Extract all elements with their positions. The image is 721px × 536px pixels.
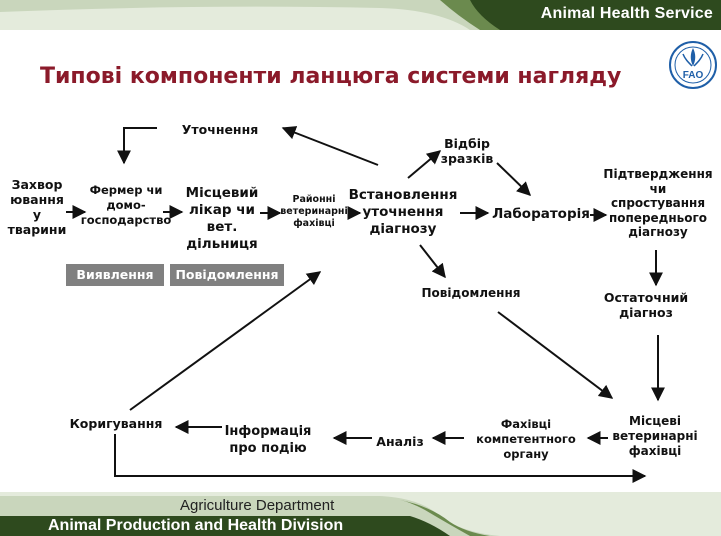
node-sampling: Відбір зразків: [440, 136, 494, 166]
node-correction: Коригування: [69, 416, 163, 431]
arrow-diagnosis-to-notification: [419, 244, 446, 279]
node-analysis: Аналіз: [376, 434, 424, 449]
arrow-correction-loop: [114, 434, 647, 483]
node-clarification: Уточнення: [181, 122, 259, 137]
node-competent-authority: Фахівці компетентного органу: [476, 417, 576, 461]
footer-band: [0, 492, 721, 536]
header-title: Animal Health Service: [540, 5, 713, 22]
tag-detection: Виявлення: [66, 264, 164, 286]
arrow-sampling-to-lab: [496, 162, 532, 196]
arrow-notification-to-localvets: [497, 311, 614, 399]
node-laboratory: Лабораторія: [492, 206, 590, 222]
arrow-correction-to-diagnosis: [129, 271, 322, 411]
node-animal-disease: Захвор ювання у тварини: [7, 177, 67, 237]
arrow-diagnosis-to-sampling: [407, 150, 442, 179]
tag-reporting: Повідомлення: [170, 264, 284, 286]
arrow-clarification-to-farmer: [117, 127, 157, 165]
node-notification: Повідомлення: [421, 286, 521, 300]
fao-logo-icon: FAO: [669, 41, 717, 89]
node-event-info: Інформація про подію: [224, 424, 312, 456]
footer-department: Agriculture Department: [180, 497, 335, 514]
node-local-vet: Місцевий лікар чи вет. дільниця: [185, 185, 259, 252]
node-diagnosis: Встановлення уточнення діагнозу: [348, 187, 458, 237]
node-local-vets: Місцеві ветеринарні фахівці: [612, 414, 698, 458]
node-farmer: Фермер чи домо- господарство: [80, 183, 172, 227]
footer-division: Animal Production and Health Division: [48, 517, 344, 534]
page-title: Типові компоненти ланцюга системи нагляд…: [40, 64, 622, 89]
fao-logo-text: FAO: [683, 70, 704, 81]
node-confirmation: Підтвердження чи спростування попередньо…: [603, 167, 713, 239]
node-final-diagnosis: Остаточний діагноз: [603, 290, 689, 320]
node-district-vets: Районні ветеринарні фахівці: [280, 194, 348, 229]
header-band: [0, 0, 721, 30]
arrow-diagnosis-to-clarification: [281, 126, 379, 166]
